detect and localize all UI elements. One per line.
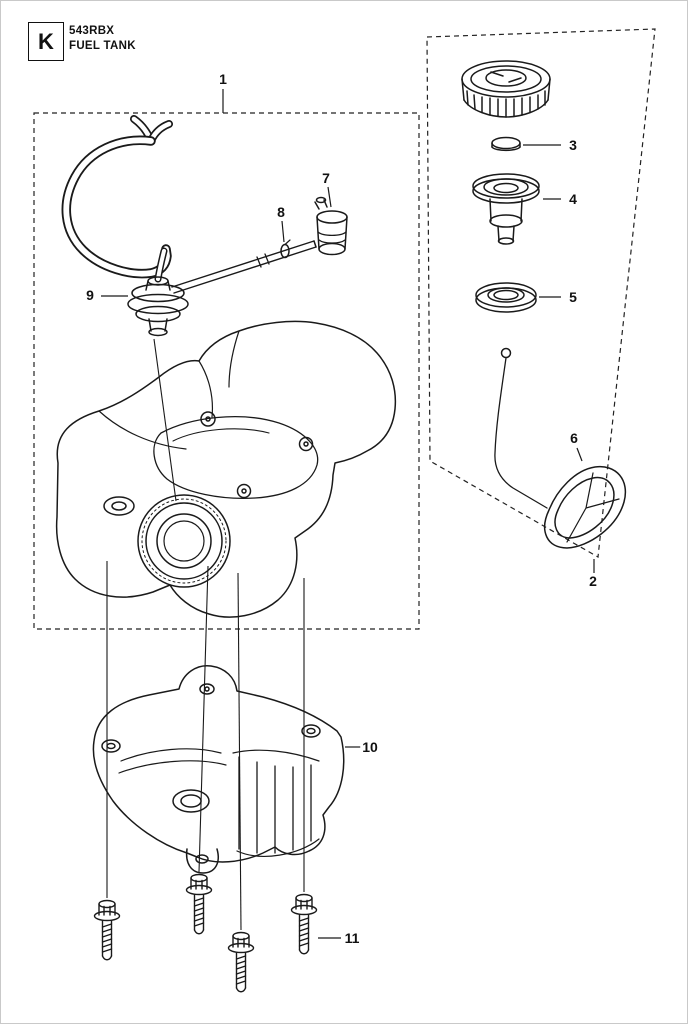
pipe-clip-part (280, 239, 291, 259)
grommet-ring-part (475, 282, 537, 313)
cap-retainer-part (494, 347, 627, 549)
filler-bushing-part (472, 173, 540, 245)
cap-insert-part (491, 136, 521, 152)
mounting-bracket-part (92, 665, 345, 874)
callout-1: 1 (217, 71, 229, 87)
callout-2: 2 (587, 573, 599, 589)
section-title: FUEL TANK (69, 40, 136, 52)
tank-grommet-part (127, 276, 189, 337)
callout-11: 11 (342, 930, 362, 946)
fuel-tank-part (55, 320, 397, 618)
callout-7: 7 (320, 170, 332, 186)
fuel-pipe-part (171, 240, 317, 294)
callout-4: 4 (567, 191, 579, 207)
fuel-cap-part (461, 60, 551, 118)
callout-6: 6 (568, 430, 580, 446)
assembly-box-1 (33, 112, 420, 630)
model-number: 543RBX (69, 25, 115, 37)
vent-tube-part (61, 115, 173, 283)
fuel-filter-part (314, 196, 348, 256)
callout-8: 8 (275, 204, 287, 220)
callout-3: 3 (567, 137, 579, 153)
assembly-box-2 (426, 28, 656, 558)
callout-9: 9 (84, 287, 96, 303)
section-letter-box: K (28, 22, 64, 61)
mounting-screws-part (93, 873, 318, 993)
callout-10: 10 (360, 739, 380, 755)
callout-5: 5 (567, 289, 579, 305)
callout-leader-lines (101, 89, 595, 939)
section-letter: K (38, 28, 54, 54)
